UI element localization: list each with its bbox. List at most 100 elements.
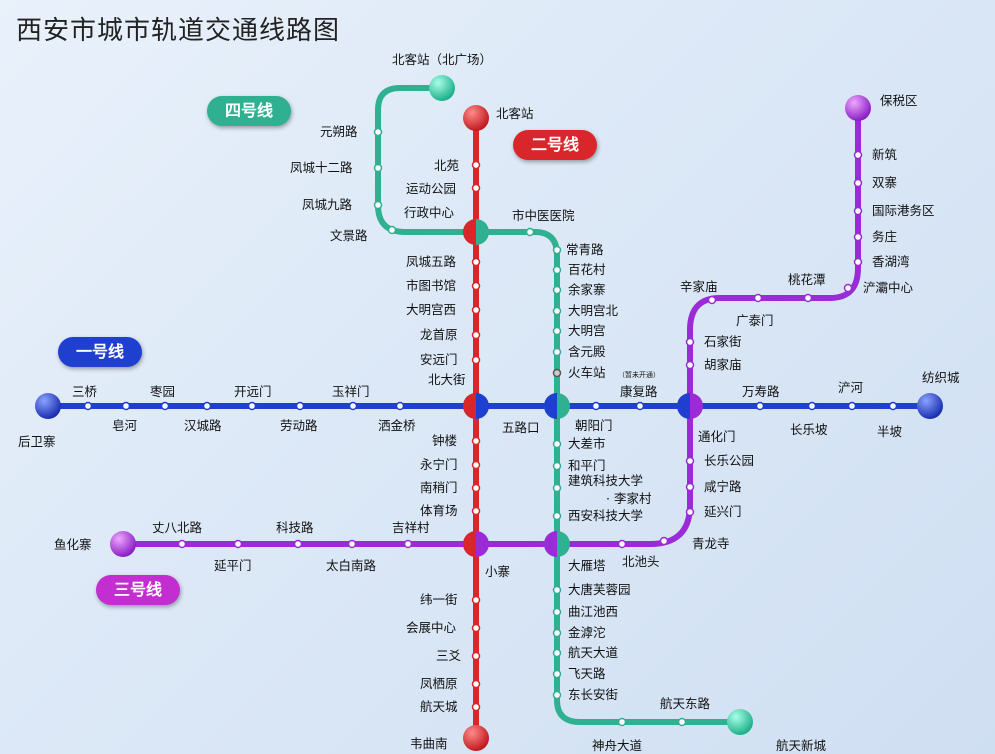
station-label: 市图书馆 [406,278,456,293]
transfer-xingzhengzhongxin [463,219,489,245]
transfer-tonghuamen [677,393,703,419]
station-label: 玉祥门 [332,384,370,399]
station-label: 北大街 [428,372,466,387]
station-dot-changlepo [807,401,817,411]
line1-badge: 一号线 [58,337,143,367]
station-label: 广泰门 [736,313,774,328]
line1-labels: 后卫寨 三桥 皂河 枣园 汉城路 开远门 劳动路 玉祥门 洒金桥 北大街 五路口… [18,370,960,449]
station-dot-hangtiancheng [471,702,481,712]
station-label: 五路口 [502,420,540,435]
station-dot-xianghuwan [853,257,863,267]
station-label: 开远门 [234,384,272,399]
station-dot-fengchengwulu [471,257,481,267]
station-dot-hangtiandadao [552,648,562,658]
station-label: 建筑科技大学 [568,473,643,488]
station-label: 航天大道 [568,645,619,660]
station-label: 大明宫 [568,323,606,338]
line3-labels: 鱼化寨 丈八北路 延平门 科技路 太白南路 吉祥村 大雁塔 北池头 青龙寺 延兴… [54,93,935,573]
station-dot-yanxingmen [685,507,695,517]
station-label: 延平门 [214,558,252,573]
station-dot-yongningmen [471,460,481,470]
station-dot-dongchanganjie [552,690,562,700]
station-dot-chanbazhongxin [843,283,853,293]
station-label: 新筑 [872,147,898,162]
station-label: 长乐公园 [704,453,754,468]
terminal-hangtianxincheng [727,709,753,735]
line2-stops [471,160,481,712]
station-dot-guangtaimen [753,293,763,303]
transfer-wulukou [544,393,570,419]
transfer-xiaozhai [463,531,489,557]
station-dot-longshouyuan [471,330,481,340]
station-label: 青龙寺 [692,536,730,551]
station-dot-huochezhan [552,368,562,378]
station-dot-kejilu [293,539,303,549]
station-label: 航天城 [420,699,458,714]
station-label: 辛家庙 [680,279,718,294]
station-dot-weiyijie [471,595,481,605]
station-dot-chaoyangmen [591,401,601,411]
station-label: 火车站 [568,365,606,380]
station-dot-datangfurongyuan [552,585,562,595]
station-label: 航天新城 [776,738,827,753]
station-dot-zaohe [121,401,131,411]
station-label: 浐河 [838,380,864,395]
station-dot-wenjinglu [387,225,397,235]
station-label: 北苑 [434,158,460,173]
map-title: 西安市城市轨道交通线路图 [16,16,341,46]
station-label: 神舟大道 [592,738,643,753]
station-dot-zaoyuan [160,401,170,411]
terminal-beikezhan [463,105,489,131]
station-label: 胡家庙 [704,357,742,372]
station-dot-fengchengjiulu [373,200,383,210]
station-dot-damingongbei [552,306,562,316]
station-label: 汉城路 [184,418,222,433]
station-label: 咸宁路 [704,479,742,494]
station-label: 安远门 [420,352,458,367]
station-label: 长乐坡 [790,422,828,437]
station-label: 科技路 [276,520,314,535]
station-label: 丈八北路 [152,520,203,535]
station-note: （暂未开通） [618,370,660,379]
station-label: 东长安街 [568,687,618,702]
station-label: 钟楼 [432,433,457,448]
station-dot-changlegongyuan [685,456,695,466]
station-dot-dachashi [552,439,562,449]
station-dot-xiankejidaxue [552,511,562,521]
station-dot-hepingmen [552,461,562,471]
station-dot-xianninglu [685,482,695,492]
station-label: 大唐芙蓉园 [568,582,631,597]
station-label: 太白南路 [326,558,377,573]
station-label: 双寨 [872,175,897,190]
station-dot-shenzhoudadao [617,717,627,727]
station-label: 北客站（北广场） [392,52,492,67]
station-dot-sanyao [471,651,481,661]
line2-badge: 二号线 [513,130,598,160]
station-label: 纺织城 [922,370,960,385]
terminal-fangzhicheng [917,393,943,419]
station-dot-yuanshuolu [373,127,383,137]
station-label: 大明宫北 [568,303,619,318]
station-dot-tiyuchang [471,506,481,516]
station-dot-feitianlu [552,669,562,679]
station-dot-wanshoulu [755,401,765,411]
station-dot-shizhongyiyiyuan [525,227,535,237]
station-dot-fengchengshierlu [373,163,383,173]
station-label: 行政中心 [404,205,455,220]
station-label: 凤城十二路 [290,160,353,175]
station-label: 大明宫西 [406,302,456,317]
station-label: 含元殿 [568,344,606,359]
station-dot-jinhutuo [552,628,562,638]
station-label: 会展中心 [406,620,457,635]
terminal-houweizhai [35,393,61,419]
station-label: 纬一街 [420,592,458,607]
station-label: 朝阳门 [575,418,613,433]
station-dot-changqinglu [552,245,562,255]
station-dot-wuzhuang [853,232,863,242]
station-label: 龙首原 [420,327,458,342]
line4-badge: 四号线 [207,96,292,126]
line2-labels: 北客站 北苑 运动公园 行政中心 凤城五路 市图书馆 大明宫西 龙首原 安远门 … [404,106,534,751]
station-label: 体育场 [420,503,458,518]
station-dot-xinzhu [853,150,863,160]
